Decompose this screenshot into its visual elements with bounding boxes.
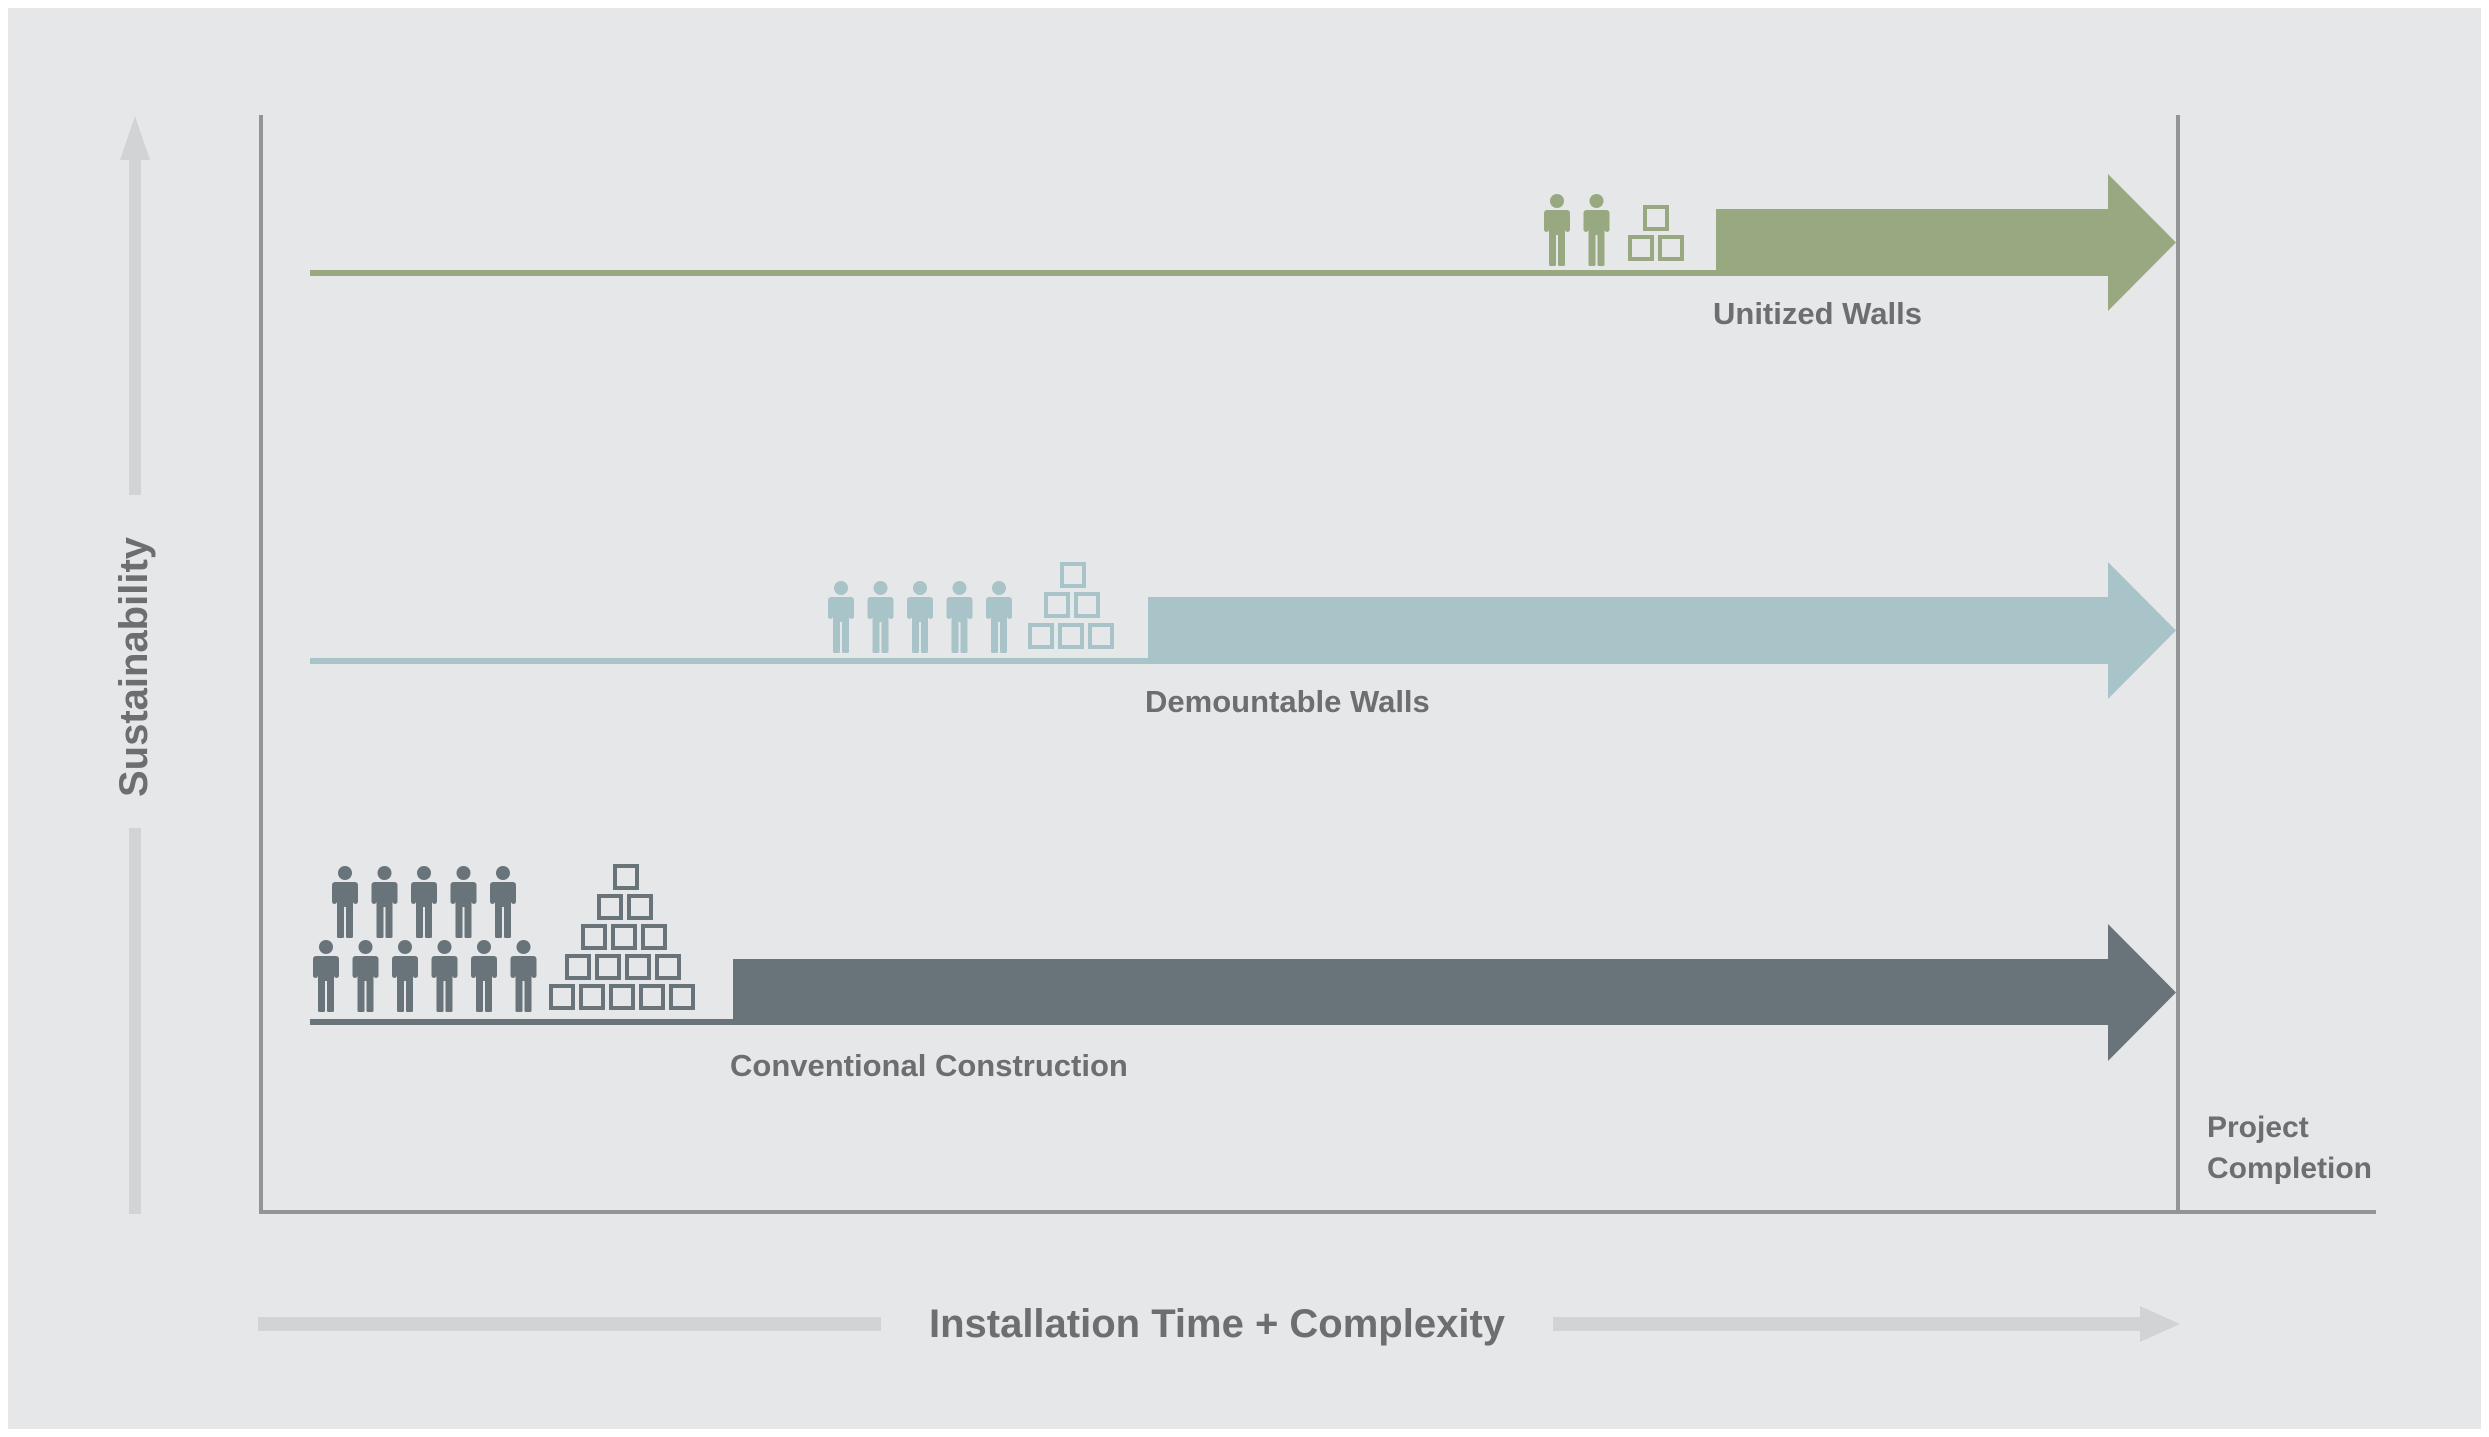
box-icon: [581, 924, 607, 950]
project-completion-label-2: Completion: [2207, 1152, 2372, 1185]
demountable-arrow: [1148, 562, 2176, 699]
person-icon: [411, 866, 437, 938]
y-axis-label: Sustainability: [112, 536, 156, 797]
box-icon: [639, 984, 665, 1010]
person-icon: [867, 581, 894, 653]
box-icon: [1628, 235, 1654, 261]
person-icon: [431, 940, 458, 1012]
person-icon: [1544, 194, 1570, 266]
person-icon: [490, 866, 516, 938]
box-icon: [1088, 623, 1114, 649]
person-icon: [450, 866, 477, 938]
conventional-timeline: [310, 1019, 737, 1025]
demountable-crates: [1028, 562, 1114, 649]
unitized-label: Unitized Walls: [1713, 296, 1922, 331]
x-axis-label: Installation Time + Complexity: [929, 1302, 1506, 1346]
person-icon: [1583, 194, 1610, 266]
person-icon: [946, 581, 973, 653]
conventional-label: Conventional Construction: [730, 1048, 1128, 1083]
box-icon: [1643, 205, 1669, 231]
box-icon: [609, 984, 635, 1010]
box-icon: [1028, 623, 1054, 649]
person-icon: [510, 940, 537, 1012]
person-icon: [371, 866, 398, 938]
project-completion-label-1: Project: [2207, 1111, 2309, 1144]
unitized-timeline: [310, 270, 1720, 276]
box-icon: [613, 864, 639, 890]
y-axis-arrow: [120, 116, 150, 1214]
unitized-workers: [1544, 194, 1610, 266]
box-icon: [597, 894, 623, 920]
box-icon: [641, 924, 667, 950]
box-icon: [611, 924, 637, 950]
person-icon: [907, 581, 933, 653]
person-icon: [986, 581, 1012, 653]
box-icon: [595, 954, 621, 980]
demountable-workers: [828, 581, 1012, 653]
box-icon: [549, 984, 575, 1010]
box-icon: [1058, 623, 1084, 649]
person-icon: [392, 940, 418, 1012]
box-icon: [1044, 592, 1070, 618]
unitized-crates: [1628, 205, 1684, 261]
demountable-label: Demountable Walls: [1145, 684, 1430, 719]
box-icon: [655, 954, 681, 980]
person-icon: [828, 581, 854, 653]
conventional-workers: [313, 866, 537, 1012]
box-icon: [669, 984, 695, 1010]
box-icon: [627, 894, 653, 920]
box-icon: [1658, 235, 1684, 261]
person-icon: [471, 940, 497, 1012]
box-icon: [625, 954, 651, 980]
box-icon: [565, 954, 591, 980]
box-icon: [1060, 562, 1086, 588]
row-conventional: Conventional Construction: [310, 864, 2176, 1083]
person-icon: [313, 940, 339, 1012]
demountable-timeline: [310, 658, 1152, 664]
conventional-arrow: [733, 924, 2176, 1061]
person-icon: [332, 866, 358, 938]
row-unitized: Unitized Walls: [310, 174, 2176, 331]
x-axis-arrow: [258, 1306, 2180, 1342]
unitized-arrow: [1716, 174, 2176, 311]
person-icon: [352, 940, 379, 1012]
box-icon: [579, 984, 605, 1010]
box-icon: [1074, 592, 1100, 618]
conventional-crates: [549, 864, 695, 1010]
row-demountable: Demountable Walls: [310, 562, 2176, 719]
